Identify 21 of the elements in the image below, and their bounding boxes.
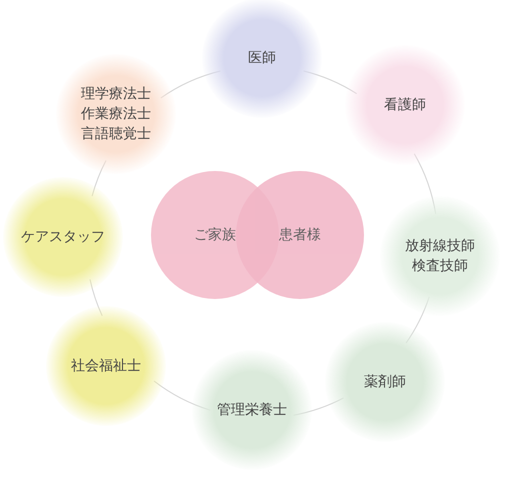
role-label: 患者様 [279, 226, 321, 245]
ring-connector [303, 70, 358, 94]
ring-connector [414, 153, 436, 214]
role-label: 放射線技師 [405, 237, 475, 256]
ring-connector [90, 278, 103, 316]
role-label: 医師 [248, 49, 276, 68]
ring-connector [154, 380, 211, 411]
ring-connector [292, 397, 344, 416]
role-label: 薬剤師 [364, 373, 406, 392]
role-label: 管理栄養士 [217, 401, 287, 420]
ring-connector [92, 160, 106, 197]
ring-connector [406, 296, 430, 344]
role-label: 社会福祉士 [71, 357, 141, 376]
role-label: 言語聴覚士 [81, 125, 151, 144]
role-label: ケアスタッフ [21, 228, 105, 247]
role-label: 作業療法士 [81, 105, 151, 124]
ring-connector [160, 70, 221, 98]
role-label: 検査技師 [412, 257, 468, 276]
role-label: 看護師 [384, 96, 426, 115]
role-label: ご家族 [194, 226, 236, 245]
role-label: 理学療法士 [81, 85, 151, 104]
